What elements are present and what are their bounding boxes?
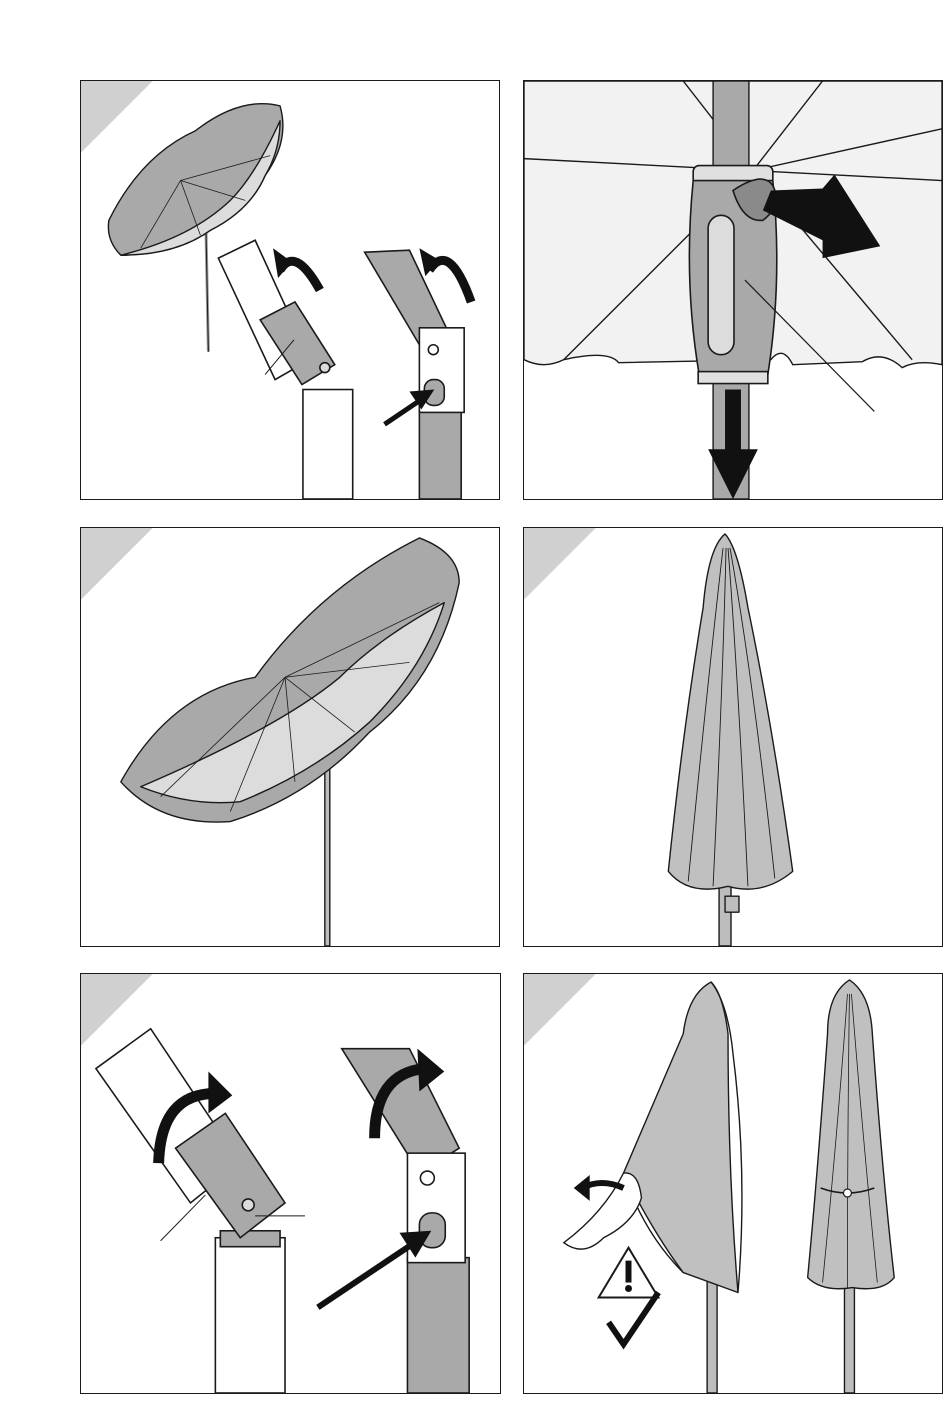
step-2-panel (523, 80, 943, 500)
step-2-illustration (524, 81, 942, 499)
step-4-illustration (524, 528, 942, 946)
corner-tab (81, 528, 153, 600)
checkmark-icon (609, 1292, 659, 1344)
step-4-panel (523, 527, 943, 947)
closed-umbrella-icon (808, 980, 895, 1393)
arrowhead (273, 248, 292, 278)
straighten-joint-detail (96, 1029, 305, 1393)
step-3-panel (80, 527, 500, 947)
step-3-illustration (81, 528, 499, 946)
release-mechanism (689, 166, 776, 384)
corner-tab (524, 528, 596, 600)
step-1-illustration (81, 81, 499, 499)
corner-tab (81, 81, 153, 153)
step-1-panel (80, 80, 500, 500)
arrowhead (208, 1072, 232, 1114)
arrowhead (419, 248, 439, 276)
step-5-illustration (81, 974, 500, 1393)
step-5-panel (80, 973, 501, 1394)
arrowhead (417, 1049, 444, 1092)
step-6-illustration (524, 974, 942, 1393)
closed-umbrella-icon (668, 534, 792, 946)
button-joint-detail (342, 1049, 469, 1393)
folding-umbrella (624, 982, 742, 1393)
curved-arrow-icon (429, 260, 471, 302)
corner-tab (524, 974, 596, 1046)
tilt-joint-detail (218, 240, 352, 499)
step-6-panel (523, 973, 943, 1394)
button-joint-detail (365, 250, 465, 499)
umbrella-icon (121, 538, 459, 946)
warning-icon (599, 1248, 659, 1298)
